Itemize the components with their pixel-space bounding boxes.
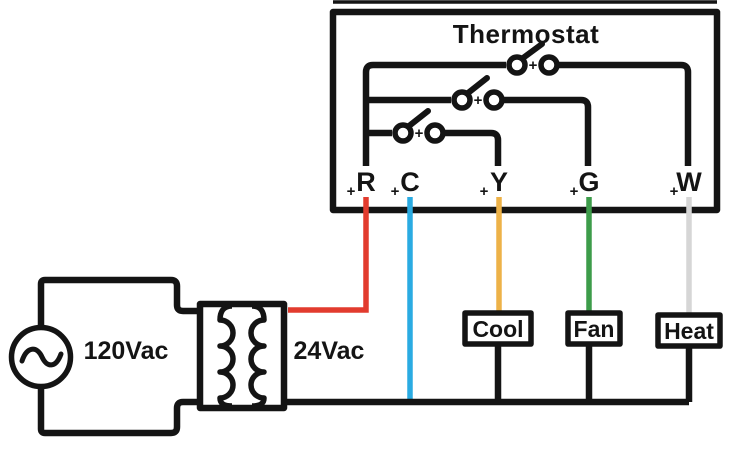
terminal-w-label: W: [676, 167, 702, 197]
terminal-r-label: R: [356, 167, 376, 197]
primary-coil-icon: [217, 303, 236, 409]
fan-switch-icon: +: [451, 75, 592, 166]
thermostat-box: [329, 8, 721, 214]
terminal-w-plus: +: [670, 183, 679, 200]
terminal-y-plus: +: [480, 183, 489, 200]
cool-box: [462, 310, 534, 347]
switch-plus-mark: +: [474, 92, 483, 109]
terminal-r-trunk-wire: [362, 61, 506, 166]
cool-label: Cool: [472, 316, 523, 342]
switch-plus-mark: +: [529, 57, 538, 74]
secondary-coil-icon: [248, 303, 267, 409]
sine-wave-icon: [19, 346, 64, 368]
transformer-voltage-label: 24Vac: [294, 337, 365, 365]
transformer-icon: [196, 300, 288, 412]
fan-box: [565, 310, 623, 347]
terminal-y-label: Y: [490, 167, 508, 197]
thermostat-unit: Thermostat + + +: [329, 8, 721, 214]
transformer-box: [196, 300, 288, 412]
switch-to-g-wire: [502, 96, 592, 166]
switch-contact-icon: [483, 89, 505, 111]
terminal-r-plus: +: [347, 183, 356, 200]
switch-contact-icon: [424, 122, 446, 144]
switch-to-w-wire: [557, 61, 692, 166]
loads-section: Cool Fan Heat: [462, 310, 723, 402]
terminal-c-plus: +: [391, 183, 400, 200]
switch-plus-mark: +: [415, 125, 424, 142]
power-section: 120Vac 24Vac: [8, 276, 689, 437]
source-top-wire: [37, 276, 200, 328]
switch-to-y-wire: [443, 129, 502, 166]
cool-load: Cool: [462, 310, 534, 402]
switch-contact-icon: [538, 54, 560, 76]
cool-switch-icon: +: [392, 108, 502, 166]
switch-lever-icon: [520, 41, 545, 61]
heat-box: [655, 312, 723, 349]
ac-source-icon: [8, 324, 74, 390]
switch-contact-icon: [506, 54, 528, 76]
fan-load: Fan: [565, 310, 623, 402]
terminal-c-label: C: [400, 167, 420, 197]
heat-switch-icon: +: [506, 41, 692, 166]
switch-lever-icon: [465, 75, 490, 96]
red-r-wire: [288, 197, 369, 313]
source-voltage-label: 120Vac: [84, 337, 169, 365]
source-bottom-wire: [37, 387, 200, 437]
fan-label: Fan: [574, 316, 615, 342]
switch-contact-icon: [451, 89, 473, 111]
terminal-labels: + R + C + Y + G + W: [347, 167, 703, 200]
switch-contact-icon: [392, 122, 414, 144]
terminal-g-plus: +: [570, 183, 579, 200]
thermostat-title: Thermostat: [453, 19, 600, 49]
switch-lever-icon: [406, 108, 431, 129]
heat-load: Heat: [655, 312, 723, 402]
terminal-g-label: G: [578, 167, 599, 197]
heat-label: Heat: [664, 318, 714, 344]
